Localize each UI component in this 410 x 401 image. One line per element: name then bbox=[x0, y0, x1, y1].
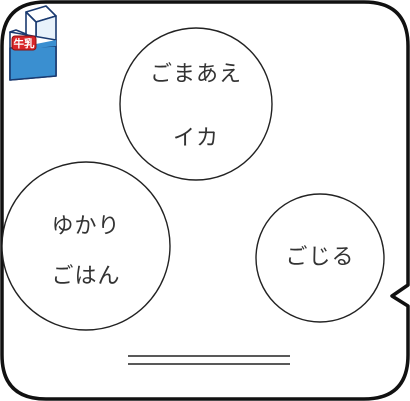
dish-label-yukari-gohan-line1: ゆかり bbox=[51, 214, 121, 239]
dish-label-goma-ae-line1: ごまあえ bbox=[150, 62, 243, 87]
milk-carton-icon: 牛乳 bbox=[9, 5, 57, 81]
dish-label-goma-ae-line2: イカ bbox=[172, 126, 219, 151]
dish-label-gojiru: ごじる bbox=[285, 245, 355, 270]
dish-label-yukari-gohan-line2: ごはん bbox=[51, 264, 121, 289]
dish-circle-yukari-gohan bbox=[1, 161, 171, 331]
milk-label: 牛乳 bbox=[14, 37, 35, 50]
dish-circle-gojiru bbox=[255, 193, 385, 323]
dish-circle-goma-ae bbox=[119, 27, 273, 181]
